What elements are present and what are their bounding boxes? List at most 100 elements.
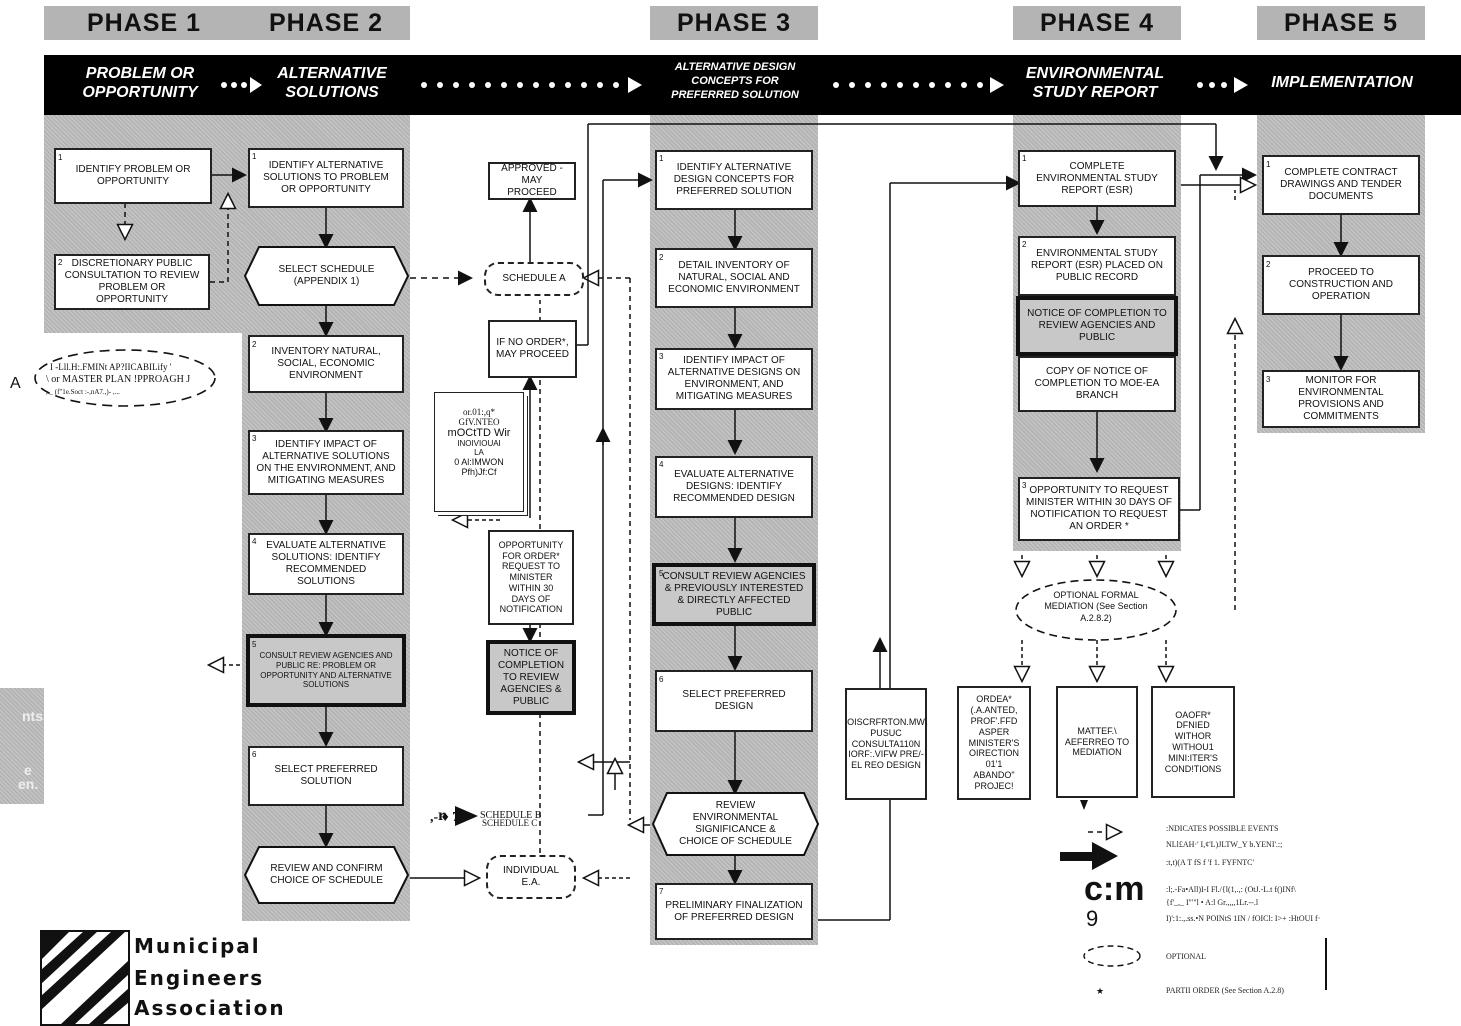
step-number: 1 — [659, 154, 664, 163]
p3-identify-impact: IDENTIFY IMPACT OF ALTERNATIVE DESIGNS O… — [655, 348, 813, 410]
step-number: 1 — [58, 153, 63, 162]
step-number: 2 — [659, 253, 664, 262]
order-line-4: INOIVIOUAI — [457, 439, 501, 448]
p2-consult-review: CONSULT REVIEW AGENCIES AND PUBLIC RE: P… — [246, 634, 406, 707]
master-plan-note-3: , _ (f"1e.Soct :-,nA7.,)- ,... — [46, 388, 120, 396]
p3-evaluate: EVALUATE ALTERNATIVE DESIGNS: IDENTIFY R… — [655, 456, 813, 518]
step-number: 5 — [659, 569, 664, 578]
legend-nine-glyph: 9 — [1086, 906, 1099, 931]
banner-implementation: IMPLEMENTATION — [1256, 73, 1428, 92]
left-marker-a: A — [10, 375, 21, 392]
step-number: 1 — [1022, 154, 1027, 163]
p1-identify-problem: IDENTIFY PROBLEM OR OPPORTUNITY — [54, 148, 212, 204]
phase-1-header: PHASE 1 — [44, 6, 244, 40]
left-partial-panel — [0, 688, 44, 804]
step-number: 2 — [58, 258, 63, 267]
step-number: 3 — [1022, 481, 1027, 490]
select-schedule-hexagon — [244, 246, 409, 306]
phase-2-header: PHASE 2 — [242, 6, 410, 40]
order-line-6: 0 Al:IMWON — [454, 457, 504, 467]
legend-line-2: NLl£AH·' I,¢'L)JLTW_Y b.YENI'.:; — [1166, 840, 1283, 849]
step-number: 1 — [252, 152, 257, 161]
order-line-3: mOCtTD Wir — [447, 427, 511, 439]
notice-of-completion-mid: NOTICE OF COMPLETION TO REVIEW AGENCIES … — [486, 640, 576, 715]
legend-optional: OPTIONAL — [1166, 952, 1206, 961]
schedule-c-text: SCHEDULE C — [482, 818, 538, 828]
step-number: 3 — [252, 434, 257, 443]
p4-order-denied: OAOfR* DFNIED WITHOR WITHOU1 MINI:iTER'S… — [1151, 686, 1235, 798]
banner-problem-line2: OPPORTUNITY — [82, 84, 198, 101]
p5-contract-drawings: COMPLETE CONTRACT DRAWINGS AND TENDER DO… — [1262, 155, 1420, 215]
step-number: 4 — [252, 537, 257, 546]
p3-select-preferred: SELECT PREFERRED DESIGN — [655, 670, 813, 732]
banner-esr-line2: STUDY REPORT — [1032, 84, 1158, 101]
if-no-order: IF NO ORDER*, MAY PROCEED — [488, 320, 577, 378]
p2-identify-alternatives: IDENTIFY ALTERNATIVE SOLUTIONS TO PROBLE… — [248, 148, 404, 208]
p4-opportunity-request: OPPORTUNITY TO REQUEST MINISTER WITHIN 3… — [1018, 477, 1180, 541]
p4-discretionary-consultation: OISCRFrtON.MW PUSUC CONSULTA110N IORf:.V… — [845, 688, 927, 800]
schedule-b-label: SCHEDULE B — [480, 810, 542, 821]
schedule-a: SCHEDULE A — [484, 262, 584, 296]
banner-design-line2: CONCEPTS FOR — [691, 75, 779, 87]
p1-public-consultation: DISCRETIONARY PUBLIC CONSULTATION TO REV… — [54, 254, 210, 310]
step-number: 7 — [659, 887, 664, 896]
step-number: 6 — [659, 675, 664, 684]
review-confirm-hexagon — [244, 846, 409, 904]
legend-part-ii-order: PARTII ORDER (See Section A.2.8) — [1166, 986, 1284, 995]
p3-preliminary-finalization: PRELIMINARY FINALIZATION OF PREFERRED DE… — [655, 883, 813, 940]
banner-alternative-solutions: ALTERNATIVE SOLUTIONS — [262, 64, 402, 102]
banner-design-line1: ALTERNATIVE DESIGN — [674, 61, 796, 73]
p4-esr-public-record: ENVIRONMENTAL STUDY REPORT (ESR) PLACED … — [1018, 236, 1176, 296]
master-plan-note-1: I -Lll.H:.FMINt AP?IICABILify ' — [50, 362, 172, 372]
step-number: 3 — [1266, 375, 1271, 384]
step-number: 2 — [1266, 260, 1271, 269]
step-number: 3 — [659, 352, 664, 361]
legend-line-6: I)':1:.,.ss.•N POINtS 1IN / fOICl: I>+ :… — [1166, 914, 1321, 923]
p4-copy-notice: COPY OF NOTICE OF COMPLETION TO MOE-EA B… — [1018, 356, 1176, 412]
p4-order-granted: ORDEA* (.A.ANTED, PROf'.FFD ASPER MINIST… — [957, 686, 1031, 800]
individual-ea: INDIVIDUAL E.A. — [486, 855, 576, 899]
mea-logo-mark — [40, 930, 130, 1026]
phase-3-header: PHASE 3 — [650, 6, 818, 40]
legend-star-icon: ★ — [1096, 986, 1105, 996]
order-line-5: LA — [474, 448, 484, 457]
step-number: 4 — [659, 460, 664, 469]
schedule-b-prefix: r — [438, 807, 446, 824]
p2-inventory: INVENTORY NATURAL, SOCIAL, ECONOMIC ENVI… — [248, 335, 404, 393]
logo-engineers: Engineers — [134, 966, 265, 990]
logo-association: Association — [134, 996, 286, 1020]
banner-esr-line1: ENVIRONMENTAL — [1025, 65, 1165, 82]
review-significance-hexagon — [652, 792, 819, 856]
banner-design-line3: PREFERRED SOLUTION — [671, 89, 799, 101]
banner-alt-line1: ALTERNATIVE — [277, 65, 387, 82]
partial-text-2: e — [24, 762, 32, 778]
approved-may-proceed: APPROVED - MAY PROCEED — [488, 162, 576, 200]
partial-text-1: nts — [22, 708, 43, 724]
legend-line-4: :l;.-Fa•All)I-I Fl./{l(1,.,: (OtJ.-L.t f… — [1166, 885, 1296, 894]
legend-cm-glyph: c:m — [1084, 870, 1145, 908]
legend-possible-events: :NDICATES POSSIBLE EVENTS — [1166, 824, 1279, 833]
step-number: 5 — [252, 640, 257, 649]
order-granted-stack: or.01:,q* GfV.NTEO mOCtTD Wir INOIVIOUAI… — [434, 392, 524, 512]
order-line-7: Pfh)Jf:Cf — [461, 467, 497, 477]
p5-proceed-construction: PROCEED TO CONSTRUCTION AND OPERATION — [1262, 255, 1420, 315]
master-plan-note-2: \ or MASTER PLAN !PPROAGH J — [46, 374, 191, 385]
banner-alt-line2: SOLUTIONS — [285, 84, 379, 101]
step-number: 2 — [252, 340, 257, 349]
p4-matter-referred: MATTEf.\ AEFERREO TO MEDIATION — [1056, 686, 1138, 798]
step-number: 1 — [1266, 160, 1271, 169]
p3-identify-design: IDENTIFY ALTERNATIVE DESIGN CONCEPTS FOR… — [655, 150, 813, 210]
review-confirm-schedule: REVIEW AND CONFIRM CHOICE OF SCHEDULE — [270, 863, 383, 886]
p3-consult: CONSULT REVIEW AGENCIES & PREVIOUSLY INT… — [652, 563, 816, 626]
partial-text-3: en. — [18, 776, 39, 792]
banner-design-concepts: ALTERNATIVE DESIGN CONCEPTS FOR PREFERRE… — [652, 60, 818, 102]
order-line-1: or.01:,q* — [462, 407, 495, 417]
phase-4-header: PHASE 4 — [1013, 6, 1181, 40]
opportunity-for-order: OPPORTUNITY FOR ORDER* REQUEST TO MINIST… — [488, 530, 574, 625]
step-number: 2 — [1022, 240, 1027, 249]
banner-problem: PROBLEM OR OPPORTUNITY — [60, 64, 220, 102]
p4-formal-mediation: OPTIONAL FORMAL MEDIATION (See Section A… — [1044, 590, 1148, 623]
logo-municipal: Municipal — [134, 934, 261, 958]
legend-line-5: {f'_,_ I'""l • A:l Gr.,,,,1Lr.--.l — [1166, 898, 1259, 907]
